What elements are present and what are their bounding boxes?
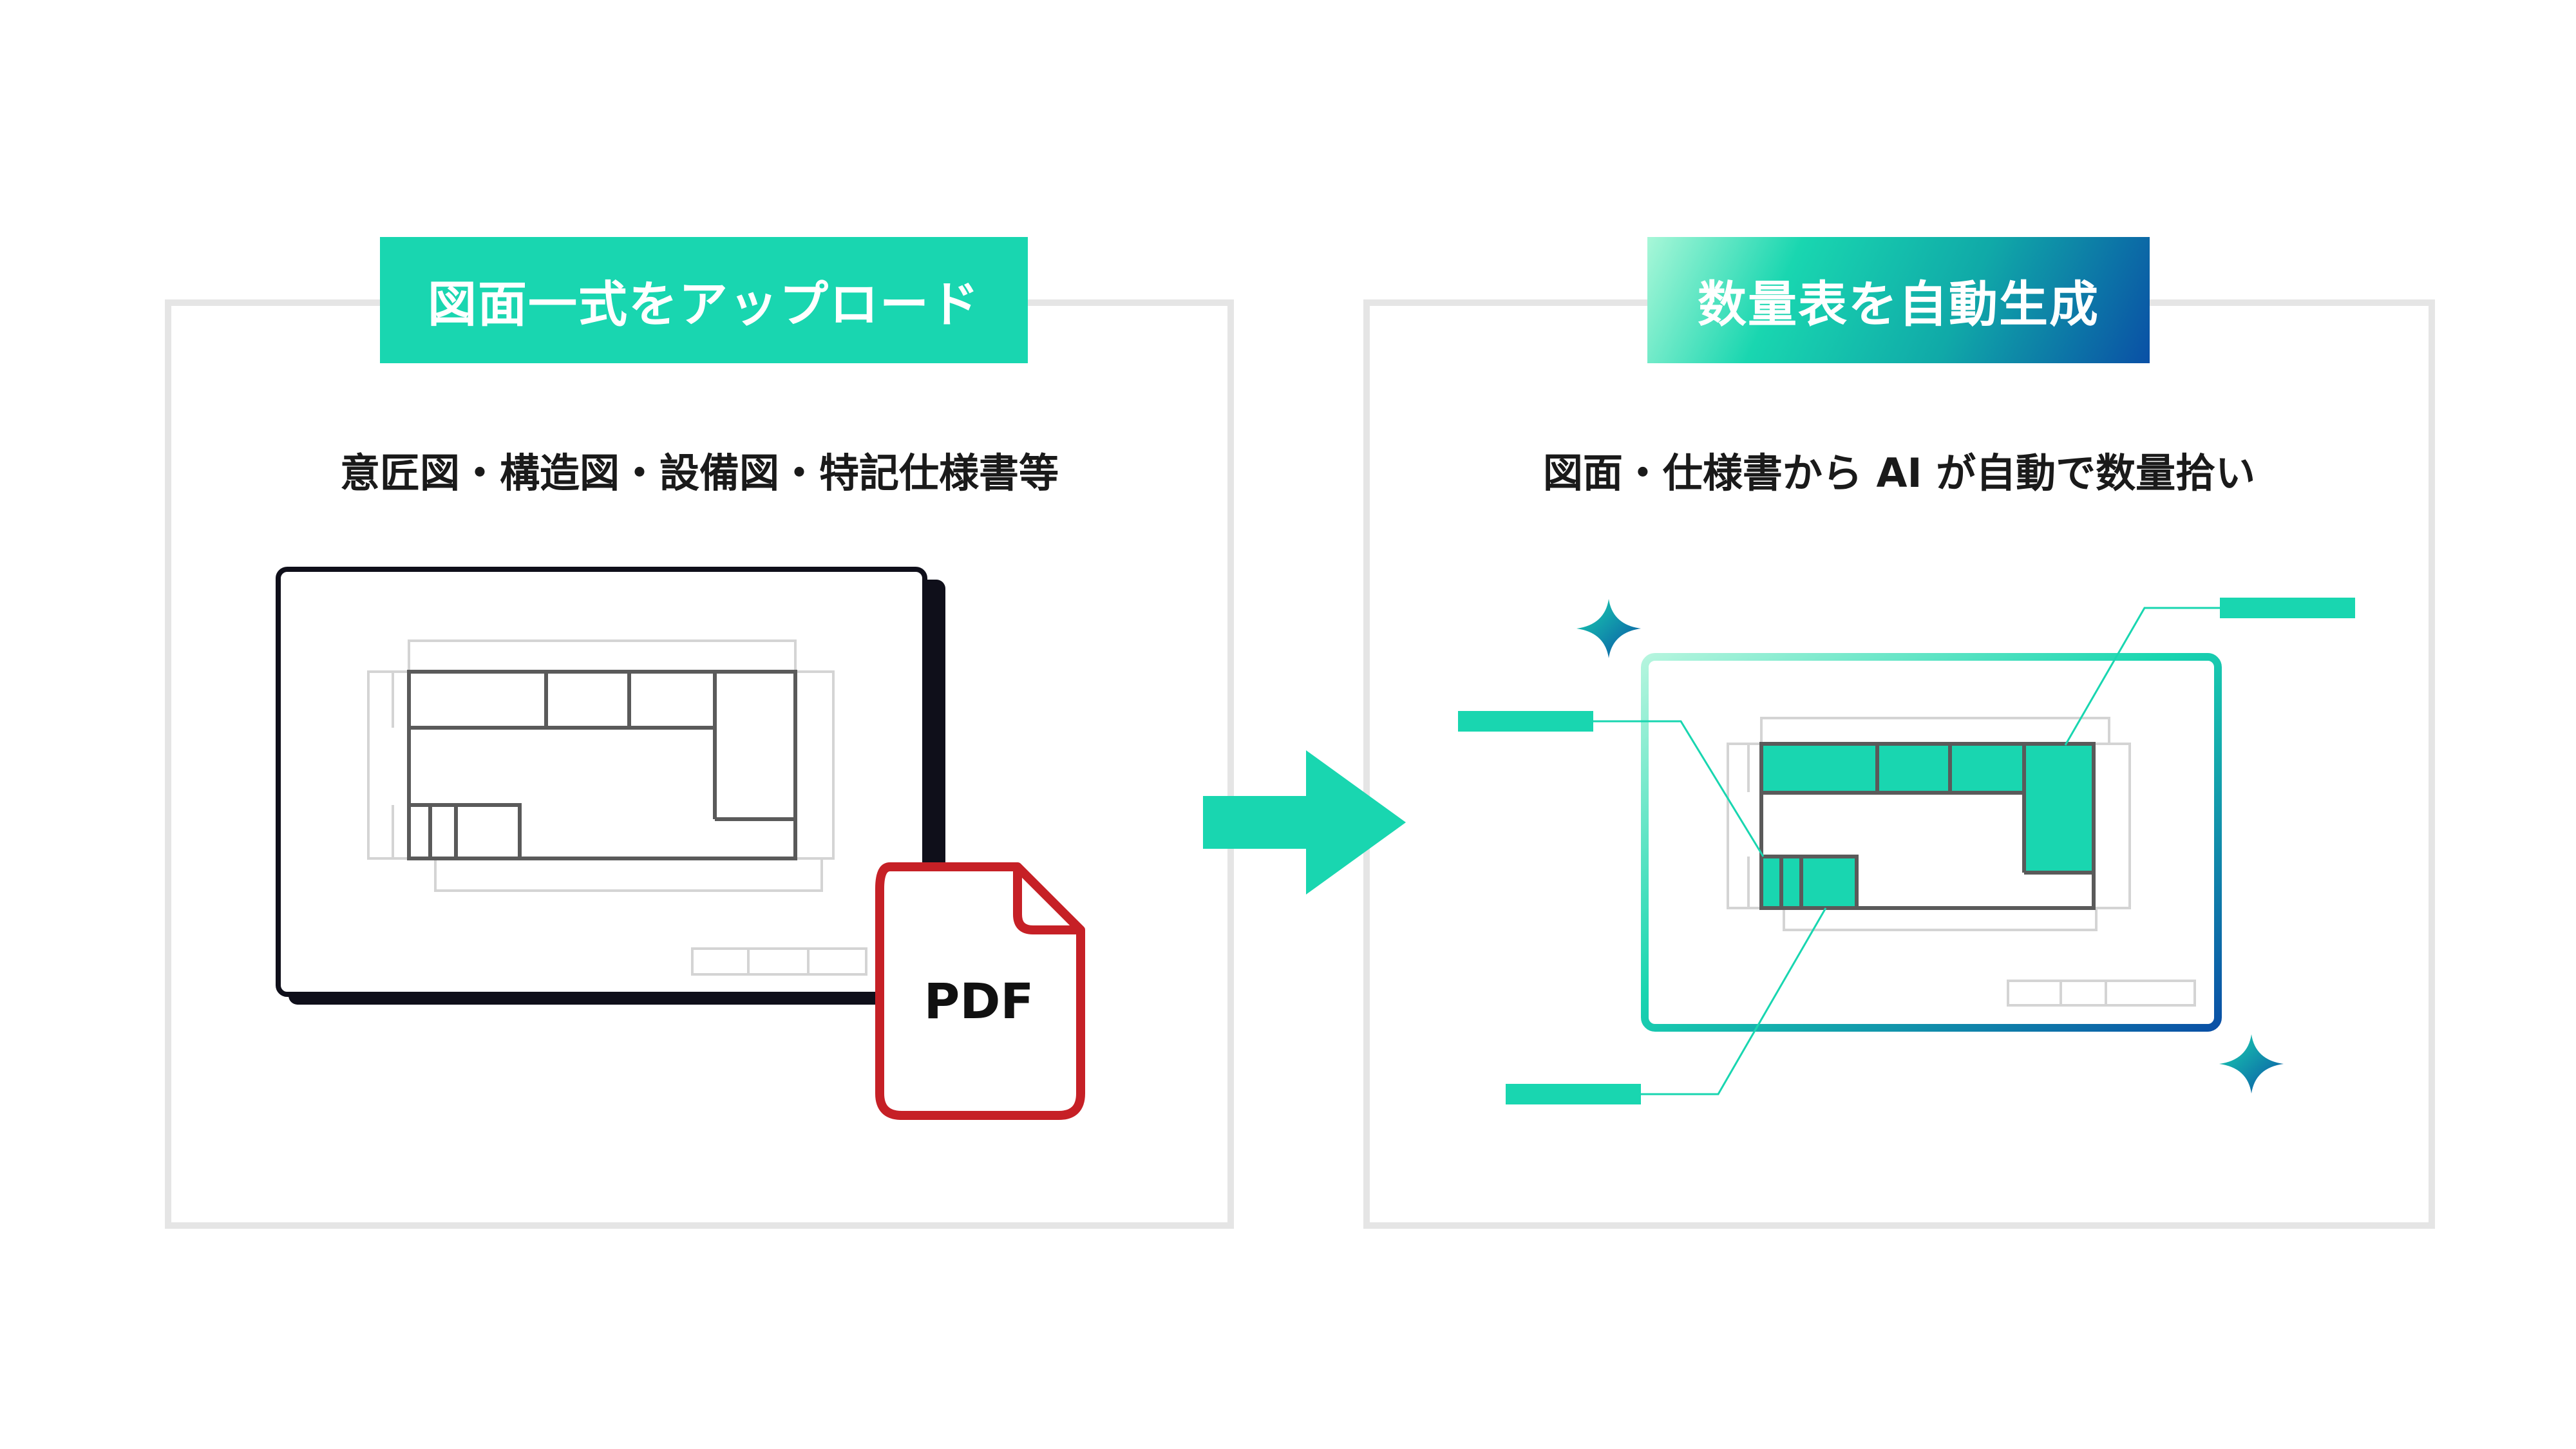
callouts <box>1458 598 2355 1104</box>
callout-bar-top-right <box>2220 598 2355 618</box>
generate-subtitle: 図面・仕様書から AI が自動で数量拾い <box>1542 450 2256 497</box>
sparkle-icon <box>1577 599 1641 658</box>
callout-bar-left <box>1458 711 1593 732</box>
upload-badge: 図面一式をアップロード <box>380 237 1028 363</box>
pdf-label: PDF <box>923 972 1034 1030</box>
floor-plan-left <box>367 639 867 976</box>
sparkle-icon <box>2219 1034 2284 1094</box>
highlighted-rooms <box>1761 744 2094 908</box>
generate-badge: 数量表を自動生成 <box>1647 237 2150 363</box>
ai-drawing-frame <box>1641 653 2222 1032</box>
arrow-right-icon <box>1203 750 1406 895</box>
drawing-sheet-icon <box>276 567 945 1005</box>
upload-subtitle: 意匠図・構造図・設備図・特記仕様書等 <box>339 450 1059 497</box>
pdf-file-icon <box>875 862 1085 1120</box>
callout-bar-bottom-left <box>1506 1084 1641 1104</box>
floor-plan-right <box>1727 717 2196 1007</box>
